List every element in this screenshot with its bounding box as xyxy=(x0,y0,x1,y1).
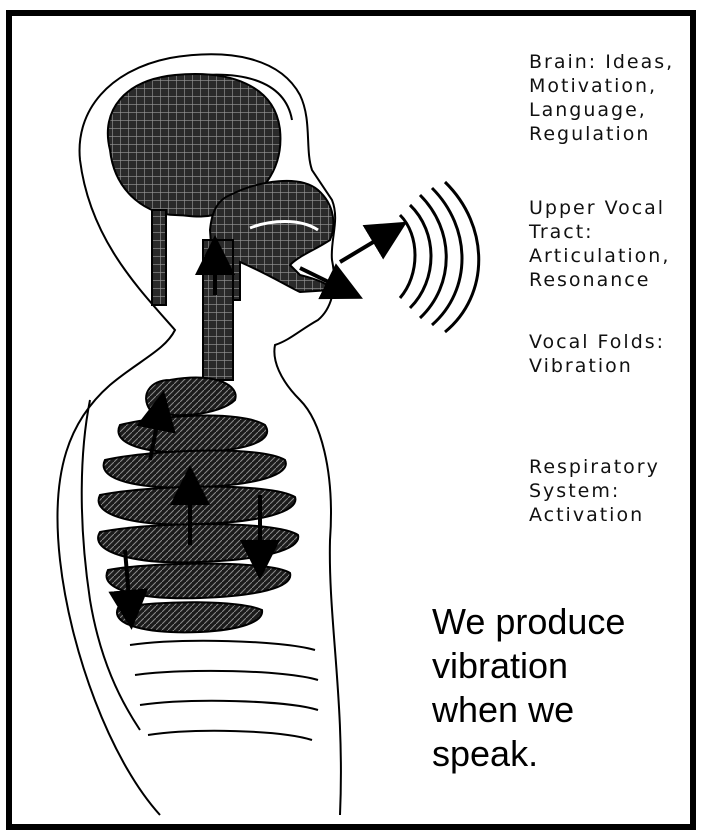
vocal-folds-label: Vocal Folds: Vibration xyxy=(529,330,665,378)
sound-waves xyxy=(400,182,479,332)
vocal-tract xyxy=(203,181,333,380)
respiratory-system-label: Respiratory System: Activation xyxy=(529,455,660,527)
caption: We produce vibration when we speak. xyxy=(432,600,682,776)
brain-label: Brain: Ideas, Motivation, Language, Regu… xyxy=(529,50,674,146)
upper-vocal-tract-label: Upper Vocal Tract: Articulation, Resonan… xyxy=(529,196,670,292)
